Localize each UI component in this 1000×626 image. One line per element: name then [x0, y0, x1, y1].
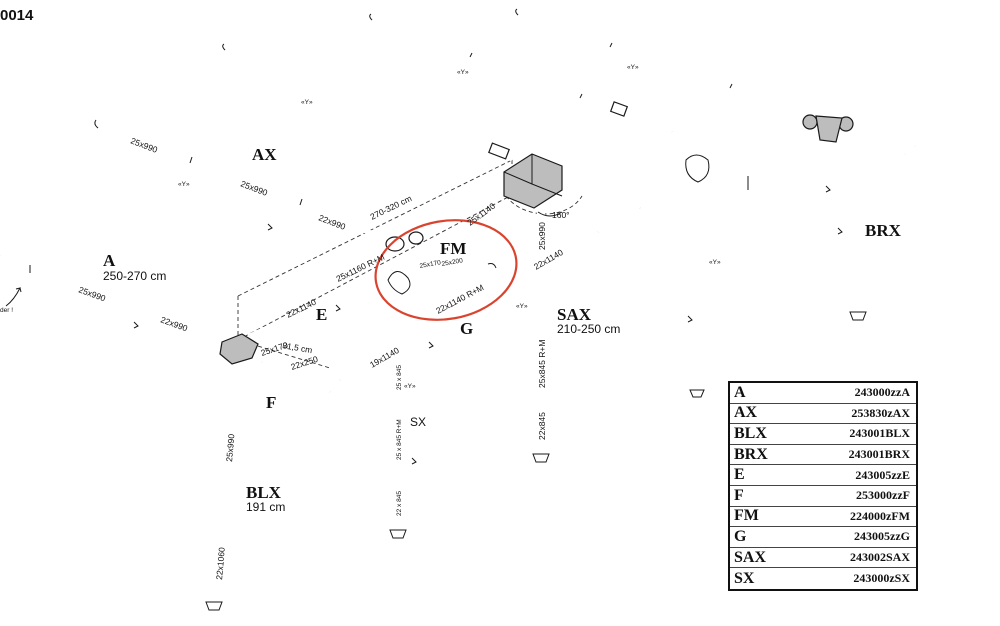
label-blx: BLX: [246, 483, 282, 502]
label-sx: SX: [410, 415, 426, 429]
part-code: BLX: [734, 424, 767, 442]
joint-sx-hook: [387, 271, 411, 295]
part-number: 253000zzF: [856, 488, 910, 503]
tube-sx-upper: 25 x 845: [396, 365, 403, 390]
part-code: SAX: [734, 548, 767, 566]
rafter-left-back: [222, 43, 513, 162]
part-code: FM: [734, 507, 759, 525]
parts-table-row: A 243000zzA: [730, 383, 916, 404]
cross-beam-front-right: [639, 152, 906, 210]
leg-middle-right: [689, 160, 705, 398]
tube-25x170-fm: 25x170: [419, 259, 442, 270]
tube-22x845-sx: 22 x 845: [396, 491, 403, 516]
joint-blx: [219, 333, 259, 365]
leg-blx: [205, 349, 240, 611]
label-f: F: [266, 393, 276, 412]
angle-arc: [537, 211, 563, 217]
page-reference: 0014: [0, 7, 34, 24]
joint-ax-front: [385, 231, 424, 252]
parts-table-row: BLX 243001BLX: [730, 424, 916, 445]
y-marker-1: «Y»: [178, 181, 190, 188]
part-code: BRX: [734, 445, 768, 463]
tube-25x990-ax1: 25x990: [129, 136, 159, 155]
part-code: SX: [734, 569, 755, 587]
tube-25x170: 25x170: [260, 340, 290, 358]
rafter-back-2: [515, 8, 821, 122]
leg-brx: [828, 129, 867, 321]
leg-sx: [389, 290, 407, 539]
left-note-arrow: [5, 287, 22, 307]
ridge-g: [338, 229, 600, 383]
rafter-back-1: [369, 13, 673, 134]
y-marker-3: «Y»: [457, 69, 469, 76]
y-marker-2: «Y»: [301, 99, 313, 106]
tube-22x990-a: 22x990: [159, 314, 189, 333]
dim-270-320: 270-320 cm: [368, 193, 413, 222]
rafter-ax: [94, 119, 396, 245]
part-fm: [415, 262, 497, 272]
rafter-a: [0, 253, 241, 349]
part-code: F: [734, 486, 744, 504]
label-a: A: [103, 251, 116, 270]
label-a-size: 250-270 cm: [103, 269, 166, 283]
parts-table-row: SAX 243002SAX: [730, 548, 916, 569]
label-brx: BRX: [865, 221, 902, 240]
ridge-beam-back: [555, 120, 916, 178]
y-marker-7: «Y»: [516, 303, 528, 310]
tube-22x250: 22x250: [290, 354, 320, 372]
parts-table-row: G 243005zzG: [730, 527, 916, 548]
part-number: 243002SAX: [849, 550, 910, 565]
spacer-f: [260, 359, 332, 395]
leg-sax: [532, 206, 550, 463]
part-number: 243001BLX: [849, 426, 910, 441]
label-fm: FM: [440, 239, 466, 258]
part-number: 243000zSX: [853, 571, 910, 586]
tube-25x990-a: 25x990: [77, 284, 107, 303]
parts-table-row: BRX 243001BRX: [730, 445, 916, 466]
part-code: E: [734, 466, 745, 484]
y-marker-6: «Y»: [709, 259, 721, 266]
tube-25x845-sax: 25x845 R+M: [537, 340, 547, 388]
tube-25x200-fm: 25x200: [441, 257, 464, 268]
label-ax: AX: [252, 145, 277, 164]
parts-table-row: SX 243000zSX: [730, 568, 916, 589]
tube-22x1060-blx: 22x1060: [214, 547, 227, 581]
parts-table-row: AX 253830zAX: [730, 404, 916, 425]
tube-22x845-sax: 22x845: [537, 412, 547, 440]
tension-markers: [133, 185, 843, 465]
parts-table-row: E 243005zzE: [730, 465, 916, 486]
part-number: 243005zzE: [855, 467, 910, 482]
fm-highlight-circle: [374, 219, 518, 321]
joint-main: [503, 153, 563, 209]
part-code: AX: [734, 404, 758, 422]
ridge-e: [248, 267, 394, 339]
parts-table: A 243000zzA AX 253830zAX BLX 243001BLX B…: [728, 381, 918, 591]
label-g: G: [460, 319, 473, 338]
parts-table-row: FM 224000zFM: [730, 507, 916, 528]
y-marker-5: «Y»: [404, 383, 416, 390]
parts-table-row: F 253000zzF: [730, 486, 916, 507]
part-number: 224000zFM: [850, 508, 910, 523]
joint-right-top: [802, 114, 854, 143]
part-code: A: [734, 383, 746, 401]
part-number: 243000zzA: [854, 385, 910, 400]
part-number: 253830zAX: [851, 405, 910, 420]
part-code: G: [734, 527, 747, 545]
label-sax-size: 210-250 cm: [557, 322, 620, 336]
y-marker-4: «Y»: [627, 64, 639, 71]
joint-middle-right: [685, 154, 710, 183]
label-e: E: [316, 305, 327, 324]
label-sax: SAX: [557, 305, 592, 324]
part-number: 243005zzG: [854, 529, 910, 544]
tube-25x845-sx: 25 x 845 R+M: [396, 419, 403, 460]
tube-25x990-sax: 25x990: [537, 222, 547, 250]
tube-25x990-ax2: 25x990: [239, 179, 269, 198]
short-connector: [555, 184, 641, 210]
left-note: der !: [0, 307, 13, 314]
label-blx-size: 191 cm: [246, 500, 285, 514]
dim-160: 160°: [552, 210, 570, 220]
tube-25x990-blx: 25x990: [224, 433, 236, 462]
part-number: 243001BRX: [848, 447, 910, 462]
